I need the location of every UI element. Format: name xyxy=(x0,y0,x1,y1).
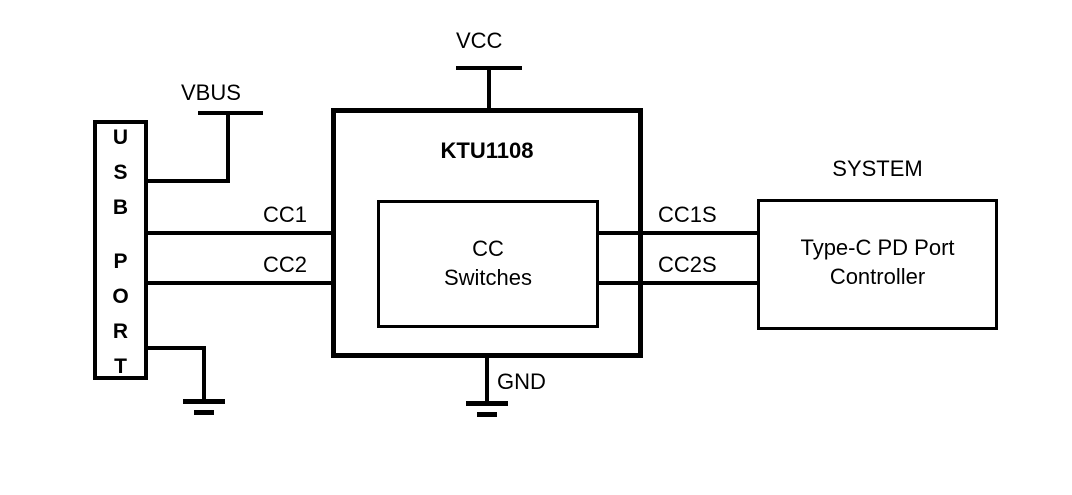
chip-gnd-stem-wire xyxy=(485,355,489,403)
cc-switches-label-line1: CC xyxy=(472,236,504,261)
cc2-wire xyxy=(146,281,381,285)
usb-port-letter-p: P xyxy=(113,250,128,273)
usb-port-block xyxy=(93,120,148,380)
usb-port-letter-b: B xyxy=(112,196,129,219)
usb-port-letter-t: T xyxy=(114,355,127,378)
usb-gnd-vertical-wire xyxy=(202,346,206,401)
usb-port-letter-u: U xyxy=(112,126,129,149)
ktu1108-chip-label: KTU1108 xyxy=(440,138,534,163)
usb-port-letter-r: R xyxy=(112,320,129,343)
cc2s-label: CC2S xyxy=(658,252,717,277)
cc2-label: CC2 xyxy=(263,252,308,277)
cc1-label: CC1 xyxy=(263,202,308,227)
cc1s-label: CC1S xyxy=(658,202,717,227)
usb-port-letter-s: S xyxy=(113,161,128,184)
cc1-wire xyxy=(146,231,381,235)
usb-gnd-horizontal-wire xyxy=(146,346,206,350)
cc1s-wire xyxy=(596,231,761,235)
chip-ground-icon-bar1 xyxy=(466,401,508,406)
vcc-label: VCC xyxy=(456,28,503,53)
cc-switches-label-line2: Switches xyxy=(443,265,533,290)
cc2s-wire xyxy=(596,281,761,285)
usb-ground-icon-bar2 xyxy=(194,410,214,415)
vbus-stem-wire xyxy=(226,111,230,181)
type-c-pd-port-controller-block xyxy=(757,199,998,330)
usb-ground-icon-bar1 xyxy=(183,399,225,404)
vcc-stem-wire xyxy=(487,66,491,112)
pd-controller-label-line1: Type-C PD Port xyxy=(800,235,955,260)
pd-controller-label-line2: Controller xyxy=(829,264,926,289)
vbus-rail-bar xyxy=(198,111,263,115)
vbus-label: VBUS xyxy=(181,80,241,105)
vbus-horizontal-wire xyxy=(146,179,230,183)
system-heading-label: SYSTEM xyxy=(832,156,923,181)
cc-switches-block xyxy=(377,200,599,328)
usb-port-letter-o: O xyxy=(112,285,129,308)
gnd-label: GND xyxy=(497,369,546,394)
chip-ground-icon-bar2 xyxy=(477,412,497,417)
